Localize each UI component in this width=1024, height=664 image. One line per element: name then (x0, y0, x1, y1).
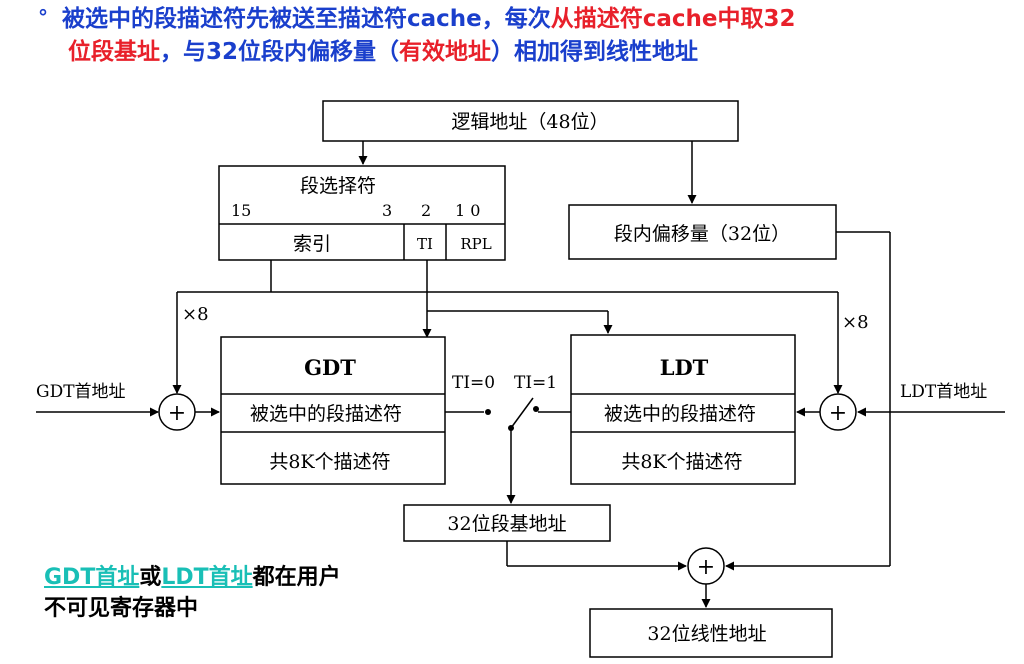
register-note-line-2: 不可见寄存器中 (44, 596, 199, 621)
gdt-selected-descriptor: 被选中的段描述符 (250, 403, 402, 425)
selector-rpl-field: RPL (460, 235, 491, 253)
switch-blade (510, 397, 534, 429)
gdt-base-label: GDT首地址 (36, 382, 126, 402)
times8-right-label: ×8 (842, 312, 869, 333)
heading-line-2: 位段基址，与32位段内偏移量（有效地址）相加得到线性地址 (68, 37, 698, 68)
ti1-label: TI=1 (514, 373, 557, 393)
heading-text-blue-1: 被选中的段描述符先被送至描述符cache，每次 (62, 6, 551, 32)
ldt-selected-descriptor: 被选中的段描述符 (604, 403, 756, 425)
note-in-user: 都在用户 (252, 565, 341, 590)
heading-text-blue-3: ）相加得到线性地址 (491, 39, 699, 65)
note-gdt-base: GDT首址 (44, 565, 140, 590)
selector-bit-2: 2 (421, 201, 431, 220)
ldt-total-descriptors: 共8K个描述符 (621, 451, 742, 473)
heading-line-1: 被选中的段描述符先被送至描述符cache，每次从描述符cache中取32 (62, 4, 796, 35)
register-note-line-1: GDT首址或LDT首址都在用户 (44, 562, 341, 593)
selector-index-field: 索引 (293, 233, 331, 255)
linear-adder-plus-icon: + (697, 555, 715, 580)
selector-bit-1-0: 1 0 (455, 201, 480, 220)
ldt-table (570, 334, 796, 485)
switch-contact-ldt (533, 406, 539, 412)
switch-contact-gdt (485, 409, 491, 415)
gdt-table (220, 336, 446, 485)
ldt-base-label: LDT首地址 (900, 382, 987, 402)
heading-text-red-3: 有效地址 (399, 39, 492, 65)
selector-ti-field: TI (417, 235, 433, 253)
selector-bit-15: 15 (231, 201, 251, 220)
segment-base-label: 32位段基地址 (447, 513, 566, 535)
ldt-title: LDT (660, 355, 709, 380)
selector-title: 段选择符 (300, 175, 376, 197)
segment-selector-box (218, 165, 506, 261)
note-ldt-base: LDT首址 (161, 565, 253, 590)
selector-bit-3: 3 (382, 201, 392, 220)
ldt-adder-plus-icon: + (829, 401, 847, 426)
ti0-label: TI=0 (452, 373, 495, 393)
note-or: 或 (139, 565, 162, 590)
register-note: GDT首址或LDT首址都在用户 不可见寄存器中 (44, 562, 341, 624)
linear-address-label: 32位线性地址 (647, 623, 766, 645)
gdt-total-descriptors: 共8K个描述符 (269, 451, 390, 473)
times8-left-label: ×8 (182, 304, 209, 325)
heading-text-red-2: 位段基址 (68, 39, 160, 65)
gdt-title: GDT (304, 355, 356, 380)
heading-text-blue-2: ，与32位段内偏移量（ (160, 39, 400, 65)
logical-address-box (322, 100, 739, 142)
linear-address-box (589, 608, 833, 658)
gdt-adder-plus-icon: + (168, 401, 186, 426)
heading-text-red-1: 从描述符cache中取32 (550, 6, 796, 32)
bullet-icon: ° (38, 5, 48, 29)
offset-label: 段内偏移量（32位） (614, 223, 790, 245)
logical-address-label: 逻辑地址（48位） (451, 111, 608, 133)
